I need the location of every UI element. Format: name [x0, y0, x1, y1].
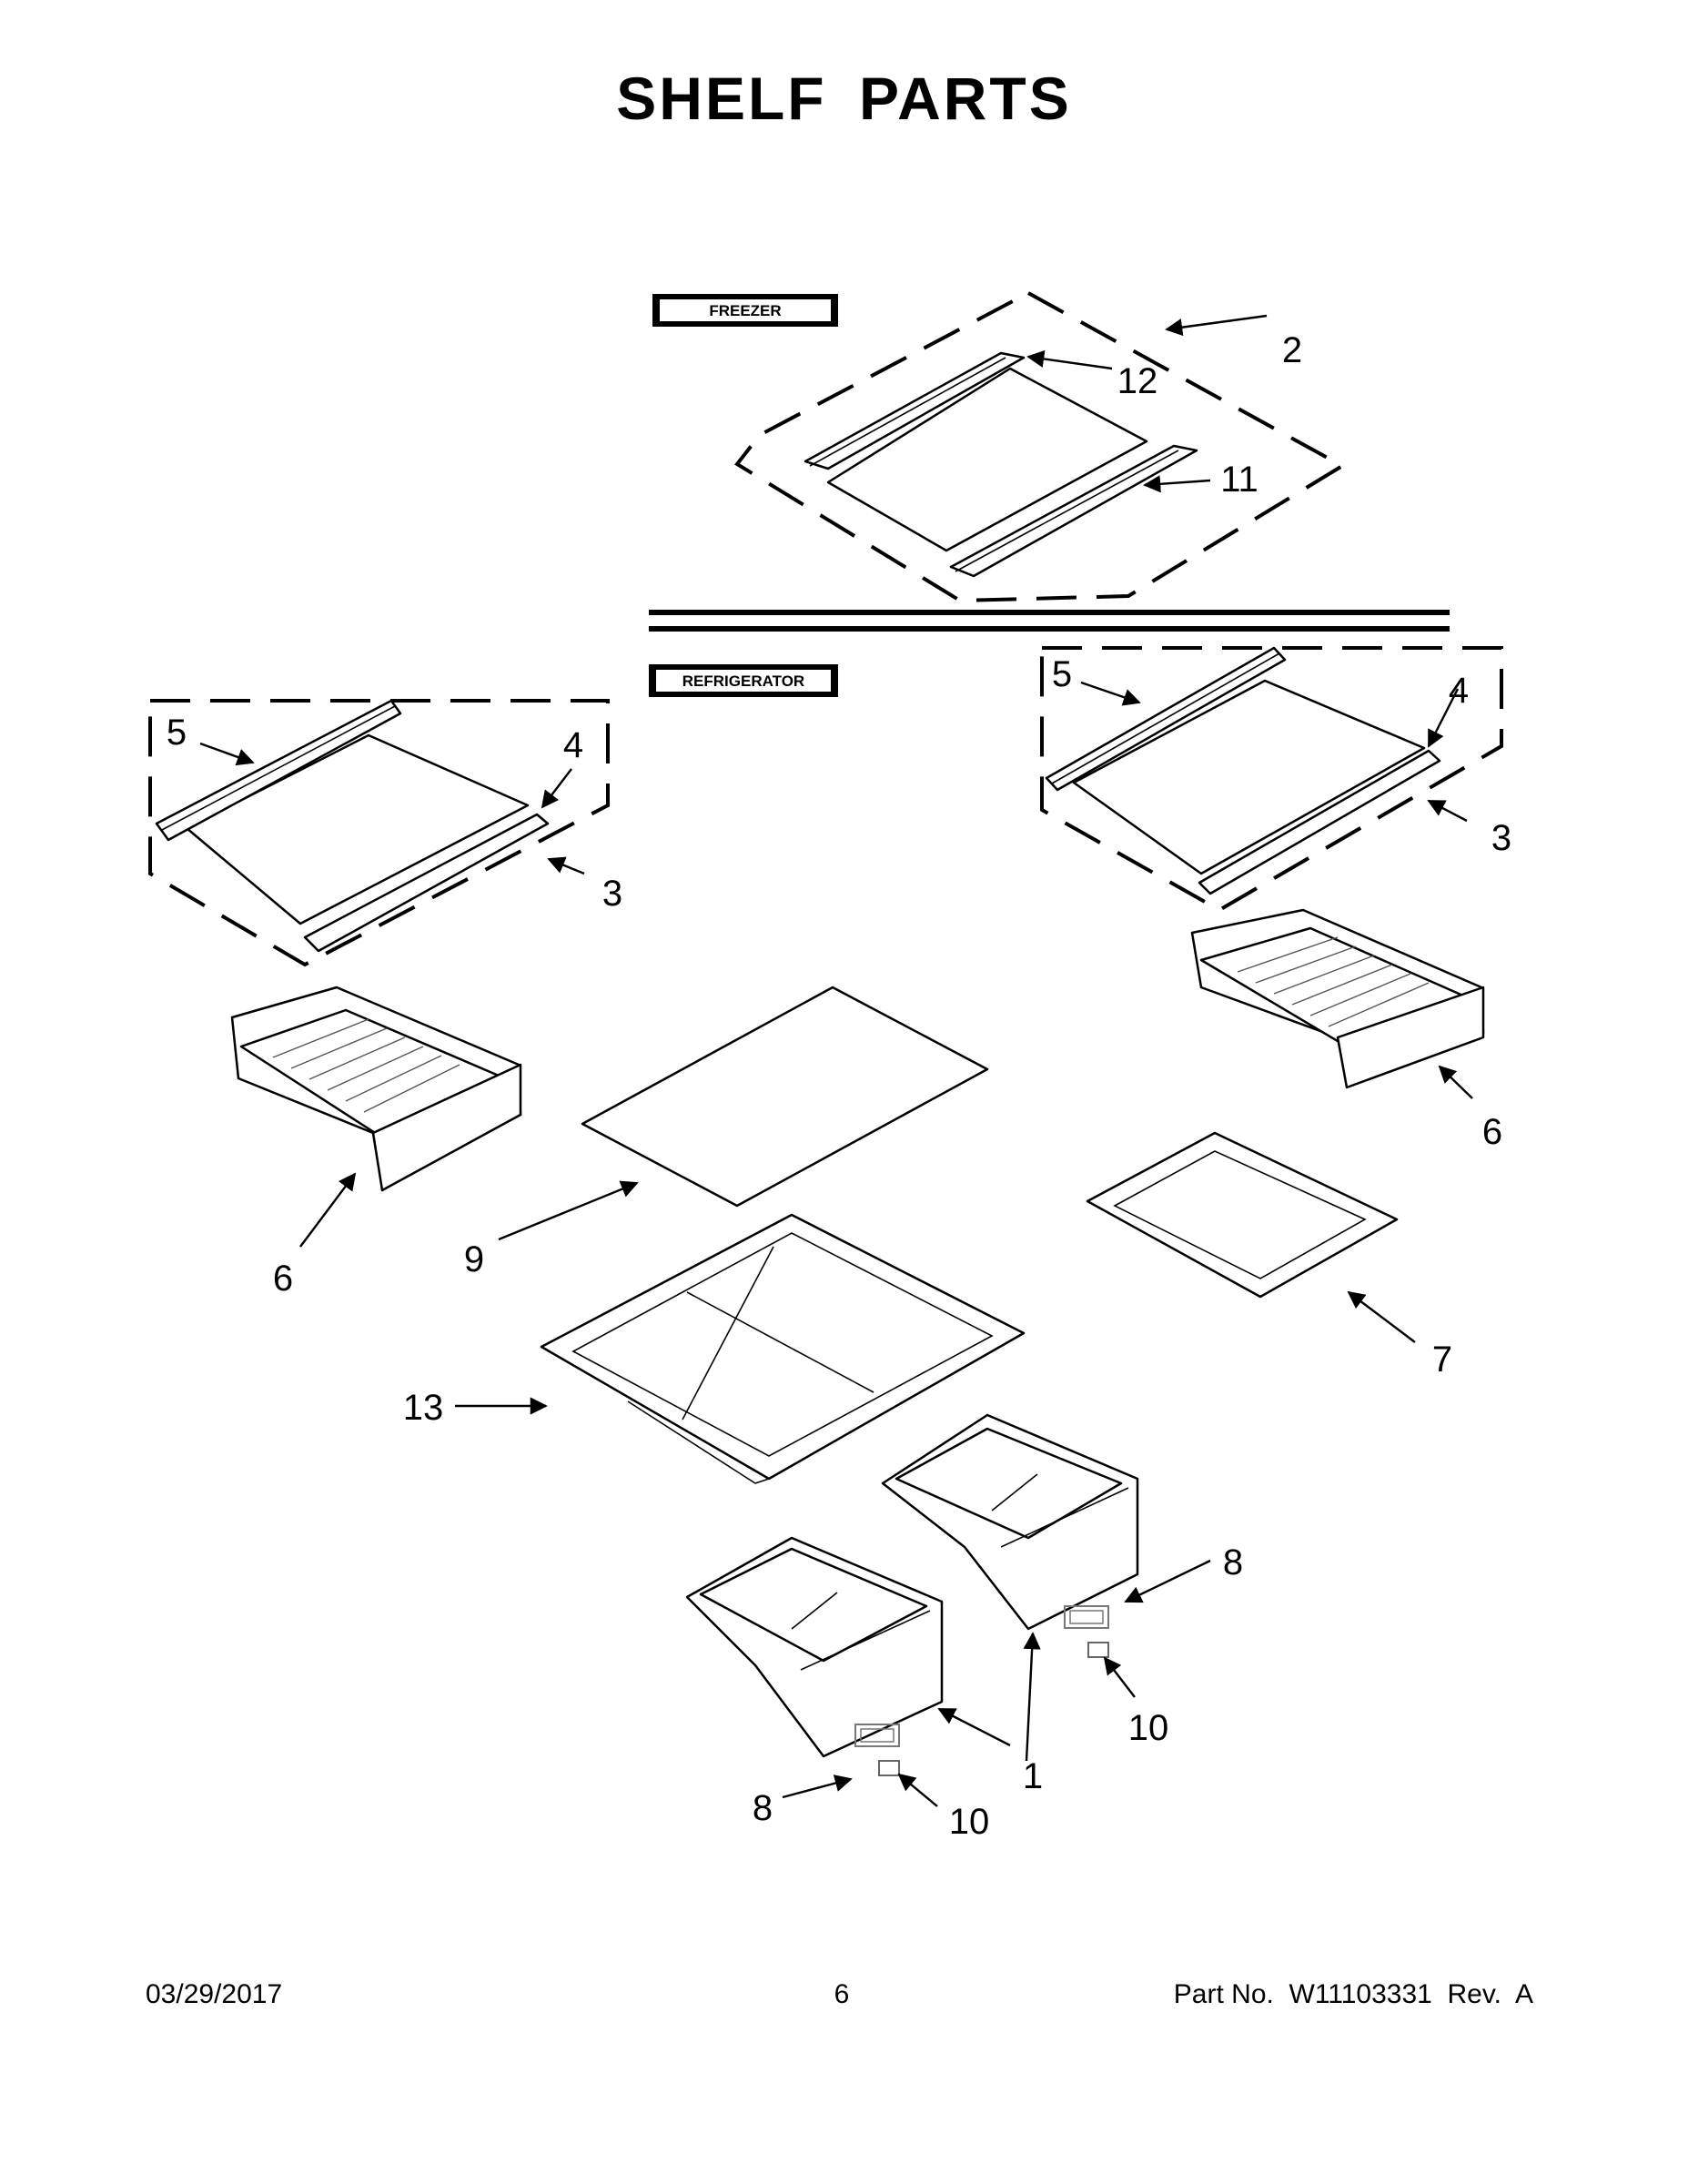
callout-8-right: 8 [1223, 1542, 1243, 1582]
freezer-shelf-rail-12 [804, 351, 1026, 470]
footer-date: 03/29/2017 [146, 1979, 283, 2009]
right-glass-shelf [1072, 679, 1426, 875]
freezer-shelf-rail-11 [949, 444, 1198, 578]
callout-4-left: 4 [563, 725, 583, 765]
glass-shelf-9 [581, 986, 989, 1208]
refrigerator-label-box: REFRIGERATOR [649, 664, 838, 697]
callout-4-right: 4 [1449, 671, 1469, 711]
drawer-slide-10-right [1087, 1642, 1109, 1658]
freezer-label: FREEZER [709, 302, 781, 319]
callout-6-left: 6 [273, 1259, 293, 1299]
callout-12: 12 [1117, 361, 1158, 401]
footer-part-number: Part No. W11103331 Rev. A [1173, 1979, 1533, 2009]
left-glass-shelf [185, 733, 530, 925]
callout-10-left: 10 [949, 1802, 990, 1842]
callout-6-right: 6 [1482, 1112, 1502, 1152]
freezer-glass-shelf [826, 367, 1148, 552]
callout-1: 1 [1023, 1756, 1043, 1796]
left-shelf-rail-4 [303, 813, 550, 953]
shelf-tray-7 [1086, 1131, 1399, 1299]
callout-labels: 2 12 11 5 4 3 5 4 3 6 6 9 7 13 8 10 1 8 … [167, 330, 1511, 1842]
crisper-cover-frame-13 [540, 1213, 1026, 1484]
callout-10-right: 10 [1128, 1708, 1169, 1748]
freezer-shelf-assembly [734, 290, 1346, 603]
drawer-slide-10-left [878, 1760, 900, 1776]
section-divider [649, 610, 1450, 632]
crisper-drawer-left [685, 1536, 944, 1758]
footer-page-number: 6 [834, 1979, 850, 2009]
callout-5-left: 5 [167, 713, 187, 753]
left-shelf-assembly [148, 699, 610, 967]
drawer-stop-8-left [854, 1724, 900, 1747]
right-deli-drawer [1190, 908, 1485, 1089]
callout-2: 2 [1282, 330, 1302, 370]
callout-3-left: 3 [602, 874, 622, 914]
crisper-drawer-right [881, 1413, 1139, 1631]
refrigerator-label: REFRIGERATOR [682, 672, 804, 690]
callout-13: 13 [403, 1388, 444, 1428]
callout-9: 9 [464, 1239, 484, 1279]
callout-11: 11 [1220, 460, 1258, 500]
callout-3-right: 3 [1491, 818, 1511, 858]
left-deli-drawer [230, 986, 522, 1192]
callout-8-left: 8 [753, 1788, 773, 1828]
callout-7: 7 [1432, 1340, 1452, 1380]
callout-5-right: 5 [1052, 654, 1072, 694]
page-title: SHELF PARTS [616, 65, 1072, 132]
freezer-label-box: FREEZER [652, 294, 838, 327]
right-shelf-assembly [1040, 646, 1503, 913]
drawer-stop-8-right [1064, 1605, 1109, 1629]
leader-lines [199, 314, 1473, 1807]
right-shelf-rail-4 [1198, 749, 1441, 895]
